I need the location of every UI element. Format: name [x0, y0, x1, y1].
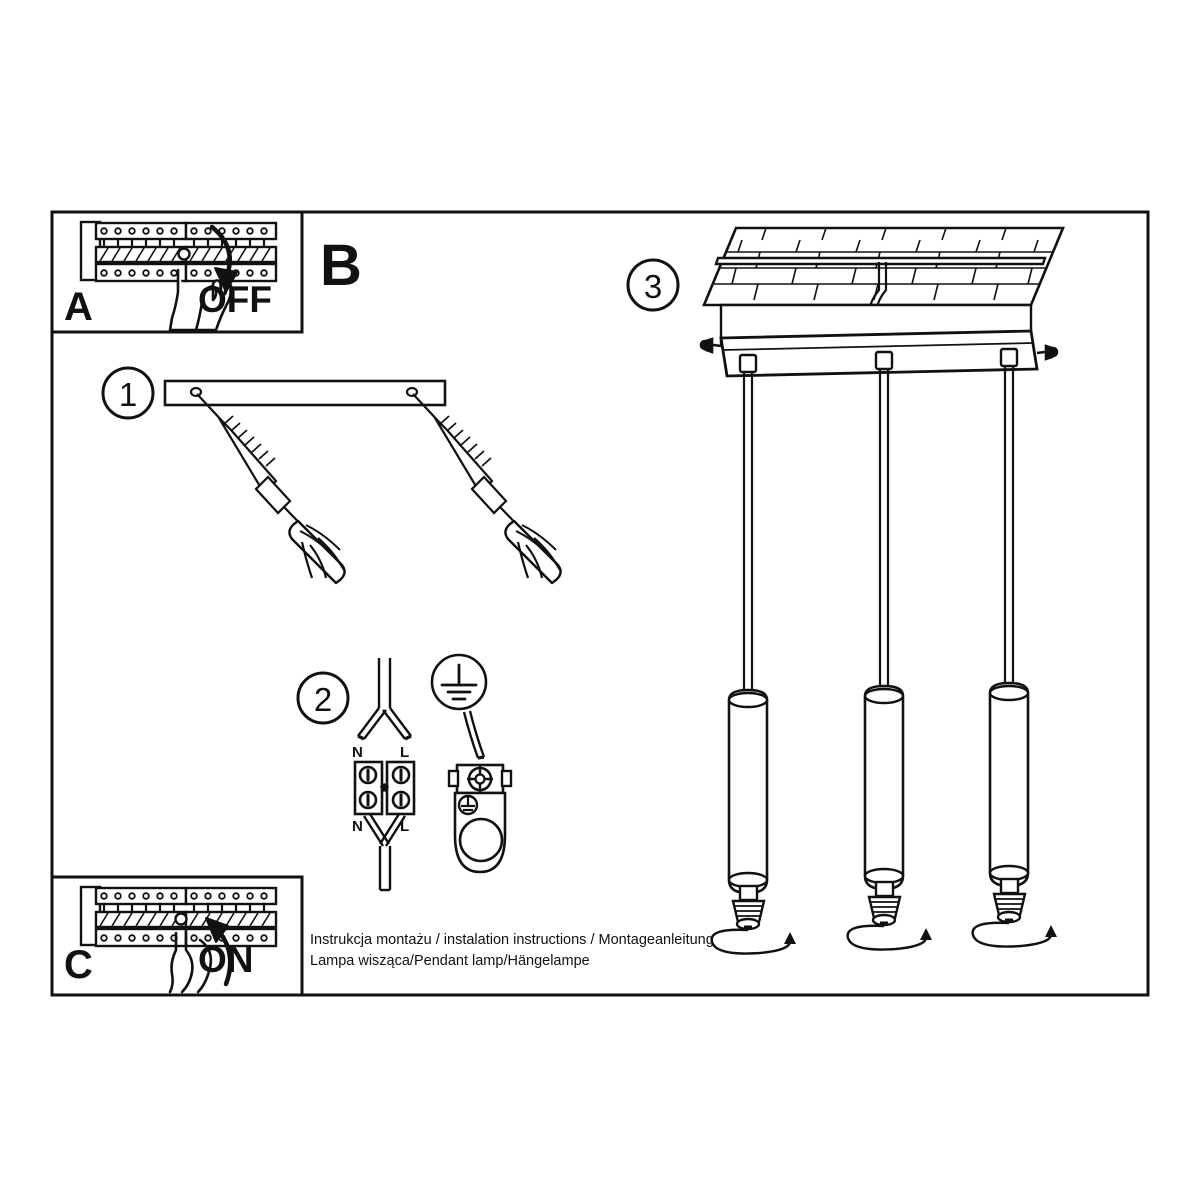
- rotate-to-lock-arrow-2: [846, 924, 928, 951]
- screw-assembly-left: [196, 393, 346, 585]
- rotate-to-lock-arrow-1: [710, 928, 792, 955]
- pendant-tube-3: [988, 681, 1030, 888]
- earth-clamp-ear-right: [500, 769, 513, 788]
- panel-a-action-label: OFF: [198, 279, 272, 320]
- terminal-cable-top: [357, 658, 412, 741]
- mounting-bar-hole-left: [189, 386, 203, 398]
- circuit-breaker-panel-a: [79, 220, 278, 283]
- pendant-tube-1-top: [727, 691, 769, 709]
- breaker-c-top-dots: [100, 892, 268, 900]
- curved-arrow-up-head: [205, 917, 229, 943]
- hand-pointing-icon-c: [168, 931, 213, 994]
- breaker-c-bottom-dots: [100, 934, 268, 942]
- screw-left-shank: [254, 475, 292, 515]
- earth-clamp-mark: [457, 794, 479, 816]
- step-2: 2 N L N L: [296, 653, 513, 892]
- step-2-number: 2: [314, 681, 332, 718]
- breaker-c-main-switch: [174, 912, 188, 926]
- breaker-c-row-top-right: [184, 886, 278, 906]
- canopy-fixing-screw-left: [699, 337, 722, 354]
- step-3: 3: [626, 226, 1065, 955]
- pendant-tube-2-top: [863, 687, 905, 705]
- sheet-frame: [50, 210, 1150, 997]
- pendant-tube-1: [727, 688, 769, 895]
- pendant-lamp-1: [710, 372, 796, 955]
- breaker-c-mid-hatch: [99, 912, 271, 927]
- earth-clamp-bracket: [447, 763, 513, 874]
- wall-plug-right: [504, 519, 562, 585]
- rotate-arrow-3-head: [1045, 925, 1057, 937]
- terminal-block: [353, 760, 416, 816]
- instruction-line-1: Instrukcja montażu / instalation instruc…: [310, 932, 714, 948]
- gu10-spot-bulb-2: [867, 880, 902, 927]
- step-1-number: 1: [119, 376, 137, 413]
- step-circle-3: [626, 258, 680, 312]
- hand-pointing-icon-a: [168, 268, 233, 332]
- mounting-bar-hole-right: [405, 386, 419, 398]
- pendant-cable-2: [878, 369, 890, 686]
- earth-clamp-hole: [458, 817, 504, 863]
- step-1: 1: [101, 366, 562, 585]
- curved-arrow-down-head: [214, 267, 238, 293]
- breaker-row-top-right: [184, 221, 278, 241]
- terminal-center-marker: [380, 783, 389, 792]
- pendant-cable-3: [1003, 366, 1015, 683]
- panel-c-letter: C: [64, 943, 93, 987]
- circuit-breaker-panel-c: [79, 885, 278, 948]
- section-label-b: B: [320, 233, 362, 298]
- screw-right-shank: [470, 475, 508, 515]
- pendant-tube-3-top: [988, 684, 1030, 702]
- gu10-spot-bulb-3: [992, 877, 1027, 924]
- rotate-arrow-2-head: [920, 928, 932, 940]
- wall-plug-left: [288, 519, 346, 585]
- earth-wire: [462, 710, 486, 760]
- step-circle-2: [296, 671, 350, 725]
- panel-a: A OFF: [50, 210, 304, 334]
- panel-a-letter: A: [64, 285, 93, 329]
- cable-exit-2: [874, 350, 894, 371]
- pendant-lamp-2: [846, 369, 932, 951]
- earth-clamp-ear-left: [447, 769, 460, 788]
- pendant-cable-1: [742, 372, 754, 690]
- rotate-to-lock-arrow-3: [971, 921, 1053, 948]
- pendant-lamp-3: [971, 366, 1057, 948]
- breaker-main-switch: [177, 247, 191, 261]
- terminal-cable-bottom: [362, 813, 407, 892]
- screw-right: [434, 415, 494, 495]
- screw-left: [218, 415, 278, 495]
- panel-a-box: [50, 210, 304, 334]
- step-3-number: 3: [644, 268, 662, 305]
- canopy-bar-edge-line: [722, 342, 1034, 351]
- breaker-top-dots: [100, 227, 268, 235]
- panel-c: C ON: [50, 875, 304, 997]
- rotate-arrow-1-head: [784, 932, 796, 944]
- mounting-bar: [163, 379, 447, 407]
- step-circle-1: [101, 366, 155, 420]
- pendant-tube-2: [863, 684, 905, 891]
- earth-clamp-screw-center: [474, 773, 486, 785]
- canopy-fixing-screw-right: [1036, 344, 1059, 361]
- cable-exit-1: [738, 353, 758, 374]
- protective-earth-icon: [430, 653, 488, 711]
- terminal-label-bottom-right: L: [400, 818, 409, 835]
- gu10-spot-bulb-1: [731, 884, 766, 931]
- hatched-ceiling-surface: [702, 226, 1065, 307]
- instruction-line-2: Lampa wisząca/Pendant lamp/Hängelampe: [310, 953, 590, 969]
- terminal-label-bottom-left: N: [352, 818, 363, 835]
- terminal-label-top-left: N: [352, 744, 363, 761]
- panel-c-box: [50, 875, 304, 997]
- screw-assembly-right: [412, 393, 562, 585]
- panel-c-action-label: ON: [198, 939, 254, 980]
- ceiling-edge-band: [714, 256, 1047, 266]
- cable-exit-3: [999, 347, 1019, 368]
- terminal-label-top-right: L: [400, 744, 409, 761]
